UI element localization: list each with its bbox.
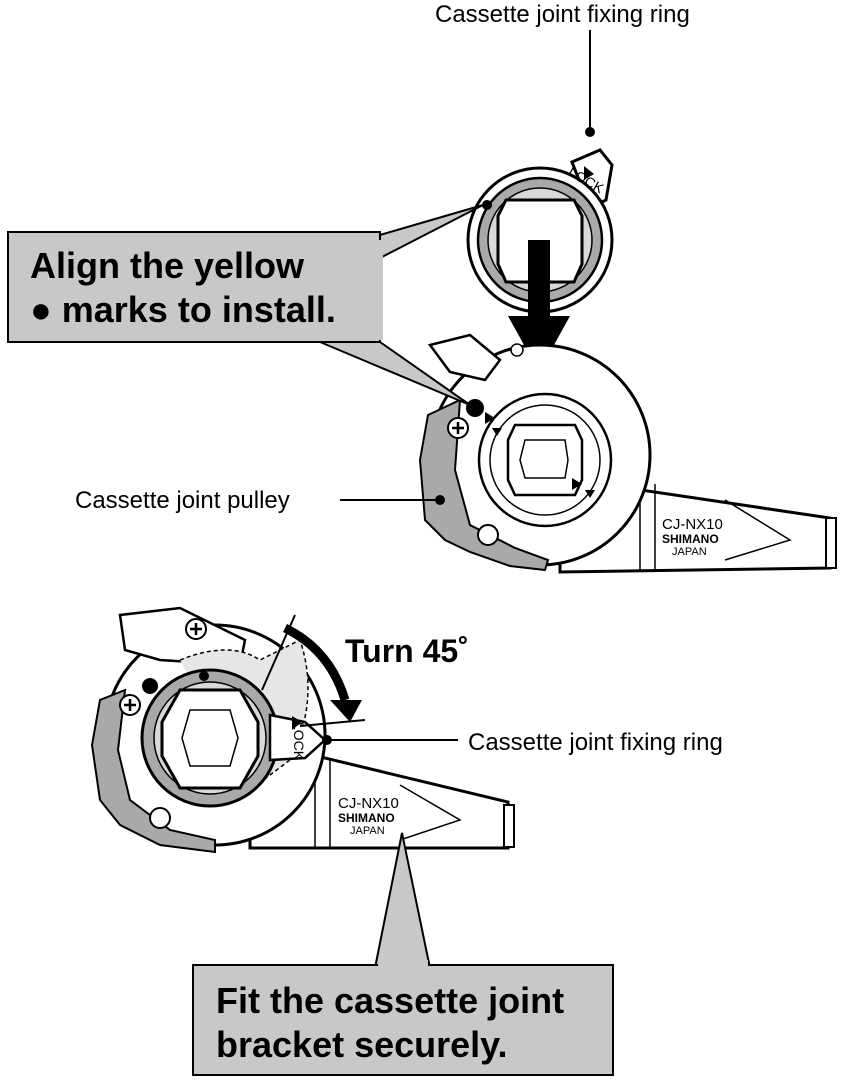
align-line2: ● marks to install. (30, 289, 336, 330)
bottom-pulley-assembly: CJ-NX10 SHIMANO JAPAN LOCK (90, 606, 515, 854)
bracket-top-brand: SHIMANO (662, 532, 719, 546)
fit-line1: Fit the cassette joint (216, 980, 564, 1021)
turn-label: Turn 45˚ (345, 633, 469, 669)
bottom-lock-text: LOCK (291, 722, 307, 761)
rotate-arrow (282, 623, 362, 722)
bottom-yellow-mark (142, 678, 158, 694)
bracket-bottom-origin: JAPAN (350, 825, 385, 837)
pulley-label: Cassette joint pulley (75, 487, 290, 514)
bracket-bottom-model: CJ-NX10 (338, 795, 399, 812)
align-line1: Align the yellow (30, 245, 305, 286)
pulley-yellow-mark (466, 399, 484, 417)
side-ring-label: Cassette joint fixing ring (468, 729, 723, 756)
bracket-top-model: CJ-NX10 (662, 516, 723, 533)
bracket-bottom-brand: SHIMANO (338, 811, 395, 825)
fit-bracket-callout: Fit the cassette joint bracket securely. (192, 832, 614, 1076)
align-marks-callout: Align the yellow ● marks to install. (7, 204, 484, 406)
top-ring-label: Cassette joint fixing ring (435, 1, 690, 28)
top-pulley-assembly: CJ-NX10 SHIMANO JAPAN (418, 333, 837, 574)
fit-line2: bracket securely. (216, 1024, 508, 1065)
bracket-top-origin: JAPAN (672, 546, 707, 558)
top-ring-yellow-mark (482, 200, 492, 210)
